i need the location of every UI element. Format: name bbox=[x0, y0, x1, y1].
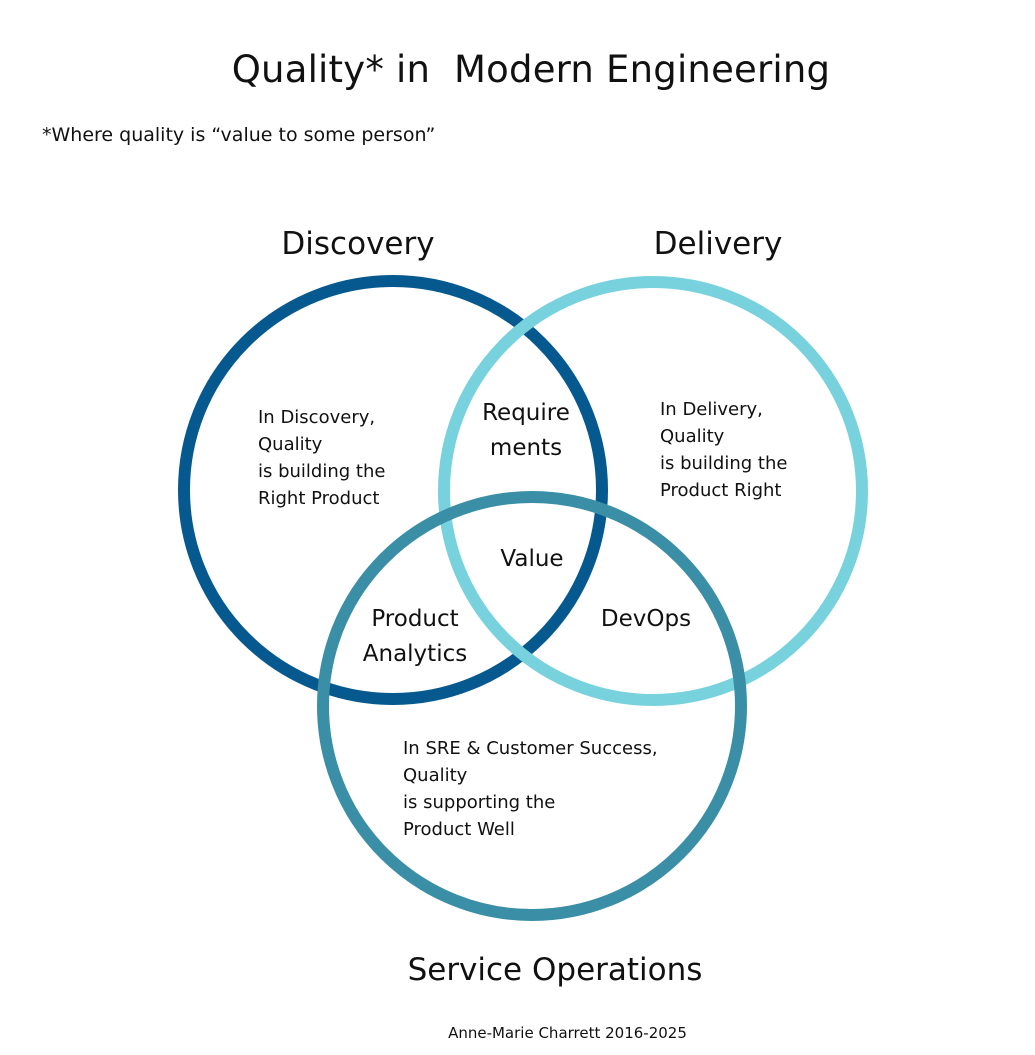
delivery-description-line: In Delivery, bbox=[660, 399, 763, 420]
page-title: Quality* in Modern Engineering bbox=[231, 48, 831, 91]
delivery-description: In Delivery, Quality is building the Pro… bbox=[660, 396, 787, 504]
subtitle: *Where quality is “value to some person” bbox=[42, 124, 436, 146]
requirements-label-line: Require bbox=[482, 400, 570, 426]
devops-label-text: DevOps bbox=[600, 606, 692, 632]
service-operations-description: In SRE & Customer Success, Quality is su… bbox=[403, 735, 658, 843]
product-analytics-label-line: Product bbox=[371, 606, 459, 632]
discovery-title: Discovery bbox=[281, 226, 435, 262]
value-label: Value bbox=[462, 542, 602, 577]
delivery-description-line: Quality bbox=[660, 426, 725, 447]
service-operations-circle bbox=[317, 491, 747, 921]
service-description-line: Product Well bbox=[403, 819, 515, 840]
delivery-circle bbox=[438, 276, 868, 706]
discovery-description-line: Quality bbox=[258, 434, 323, 455]
discovery-description-line: In Discovery, bbox=[258, 407, 376, 428]
service-operations-title: Service Operations bbox=[407, 952, 703, 988]
delivery-description-line: is building the bbox=[660, 453, 788, 474]
discovery-description-line: is building the bbox=[258, 461, 386, 482]
product-analytics-label-line: Analytics bbox=[362, 641, 468, 667]
credit-text: Anne-Marie Charrett 2016-2025 bbox=[448, 1024, 687, 1042]
service-description-line: is supporting the bbox=[403, 792, 556, 813]
discovery-description: In Discovery, Quality is building the Ri… bbox=[258, 404, 385, 512]
discovery-description-line: Right Product bbox=[258, 488, 380, 509]
product-analytics-label: Product Analytics bbox=[340, 602, 490, 672]
service-description-line: Quality bbox=[403, 765, 468, 786]
requirements-label-line: ments bbox=[489, 435, 563, 461]
requirements-label: Require ments bbox=[456, 396, 596, 466]
discovery-circle bbox=[178, 275, 608, 705]
devops-label: DevOps bbox=[576, 602, 716, 637]
delivery-description-line: Product Right bbox=[660, 480, 782, 501]
delivery-title: Delivery bbox=[653, 226, 783, 262]
value-label-text: Value bbox=[500, 546, 564, 572]
service-description-line: In SRE & Customer Success, bbox=[403, 738, 658, 759]
